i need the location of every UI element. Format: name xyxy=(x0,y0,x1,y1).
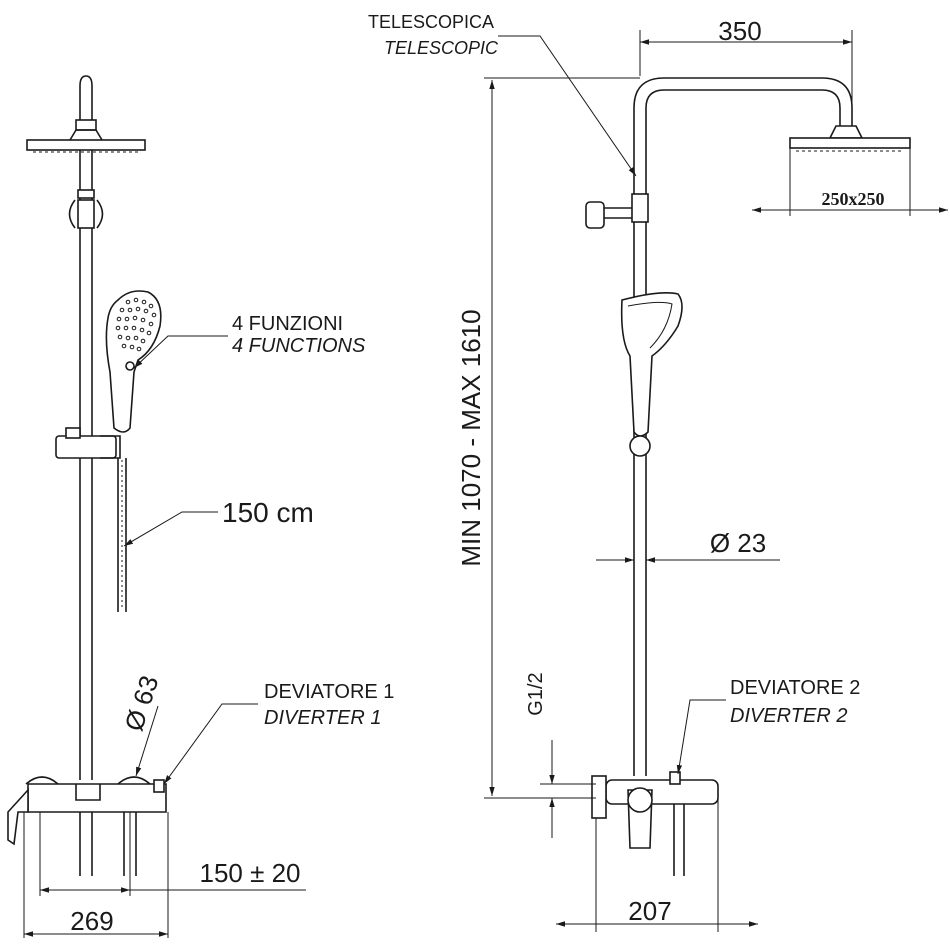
front-wall-bracket xyxy=(68,199,104,229)
front-overhead-shower xyxy=(26,139,146,151)
side-view xyxy=(585,77,911,932)
diverter2-label-en: DIVERTER 2 xyxy=(730,705,847,727)
front-view xyxy=(7,75,169,938)
front-knob-right xyxy=(117,776,151,785)
diverter2-label-it: DEVIATORE 2 xyxy=(730,677,860,699)
front-bar xyxy=(79,150,93,780)
bar-diameter-dimension: Ø 23 xyxy=(710,528,766,558)
front-mixer-body xyxy=(27,783,167,813)
mixer-width-dimension: 269 xyxy=(70,906,113,936)
front-head-connector xyxy=(75,119,97,131)
front-connection-left xyxy=(79,812,93,876)
side-mixer-body xyxy=(605,779,719,805)
front-telescopic-collar xyxy=(77,189,95,199)
slider-cradle xyxy=(100,435,121,459)
telescopic-label-it: TELESCOPICA xyxy=(368,12,494,32)
front-diverter xyxy=(153,779,165,793)
diverter1-label-en: DIVERTER 1 xyxy=(264,707,381,729)
hose xyxy=(117,458,127,612)
thread-label: G1/2 xyxy=(525,672,547,715)
front-bracket-collar xyxy=(77,199,95,229)
front-knob-left xyxy=(25,776,59,785)
functions-label-it: 4 FUNZIONI xyxy=(232,313,343,335)
side-bar xyxy=(633,180,647,776)
side-head-connector xyxy=(828,125,864,139)
knob-diameter-dimension: Ø 63 xyxy=(118,672,164,735)
functions-label-en: 4 FUNCTIONS xyxy=(232,335,366,357)
side-connection xyxy=(673,804,685,876)
side-telescopic-collar xyxy=(631,193,649,223)
diverter1-label-it: DEVIATORE 1 xyxy=(264,681,394,703)
side-wall-bracket xyxy=(600,207,632,219)
side-diverter xyxy=(669,771,681,785)
arm-length-dimension: 350 xyxy=(718,16,761,46)
side-slider xyxy=(629,435,651,457)
mixer-depth-dimension: 207 xyxy=(628,896,671,926)
slider-clip xyxy=(65,427,81,439)
front-arm xyxy=(79,75,93,120)
front-connection-right xyxy=(123,812,137,876)
hose-length-label: 150 cm xyxy=(222,497,314,528)
side-hand-shower xyxy=(620,292,683,437)
side-wall-plate xyxy=(591,775,607,819)
center-distance-dimension: 150 ± 20 xyxy=(199,858,300,888)
height-range-dimension: MIN 1070 - MAX 1610 xyxy=(456,309,486,566)
telescopic-label-en: TELESCOPIC xyxy=(384,38,499,58)
side-overhead-shower xyxy=(789,137,911,149)
head-size-dimension: 250x250 xyxy=(822,189,885,209)
front-head-taper xyxy=(69,129,103,141)
front-outlet xyxy=(75,784,101,801)
slider-bracket xyxy=(55,435,117,459)
side-bracket-knob xyxy=(585,201,605,229)
front-spout xyxy=(7,787,29,846)
side-arm xyxy=(633,77,853,180)
hand-shower xyxy=(105,290,162,433)
